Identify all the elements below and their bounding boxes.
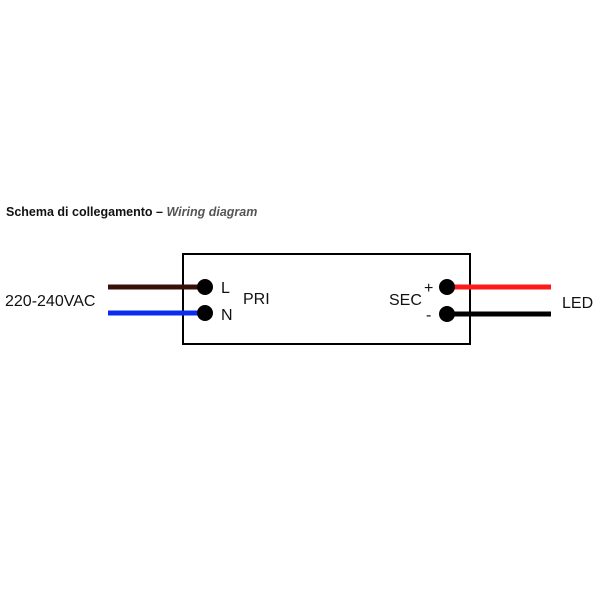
title-main: Schema di collegamento (6, 205, 153, 219)
terminal-minus-label: - (426, 307, 431, 324)
terminal-minus (439, 306, 455, 322)
terminal-l-label: L (221, 280, 230, 297)
title-separator: – (152, 205, 167, 219)
primary-label: PRI (243, 291, 270, 308)
terminal-n-label: N (221, 307, 233, 324)
terminal-n (197, 305, 213, 321)
terminal-l (197, 279, 213, 295)
terminal-plus (439, 279, 455, 295)
terminal-plus-label: + (424, 280, 433, 297)
output-label: LED (562, 295, 593, 312)
driver-box (182, 253, 471, 345)
input-label: 220-240VAC (5, 293, 95, 310)
secondary-label: SEC (389, 292, 422, 309)
title-subtitle: Wiring diagram (166, 205, 258, 219)
page-title: Schema di collegamento – Wiring diagram (6, 205, 257, 219)
